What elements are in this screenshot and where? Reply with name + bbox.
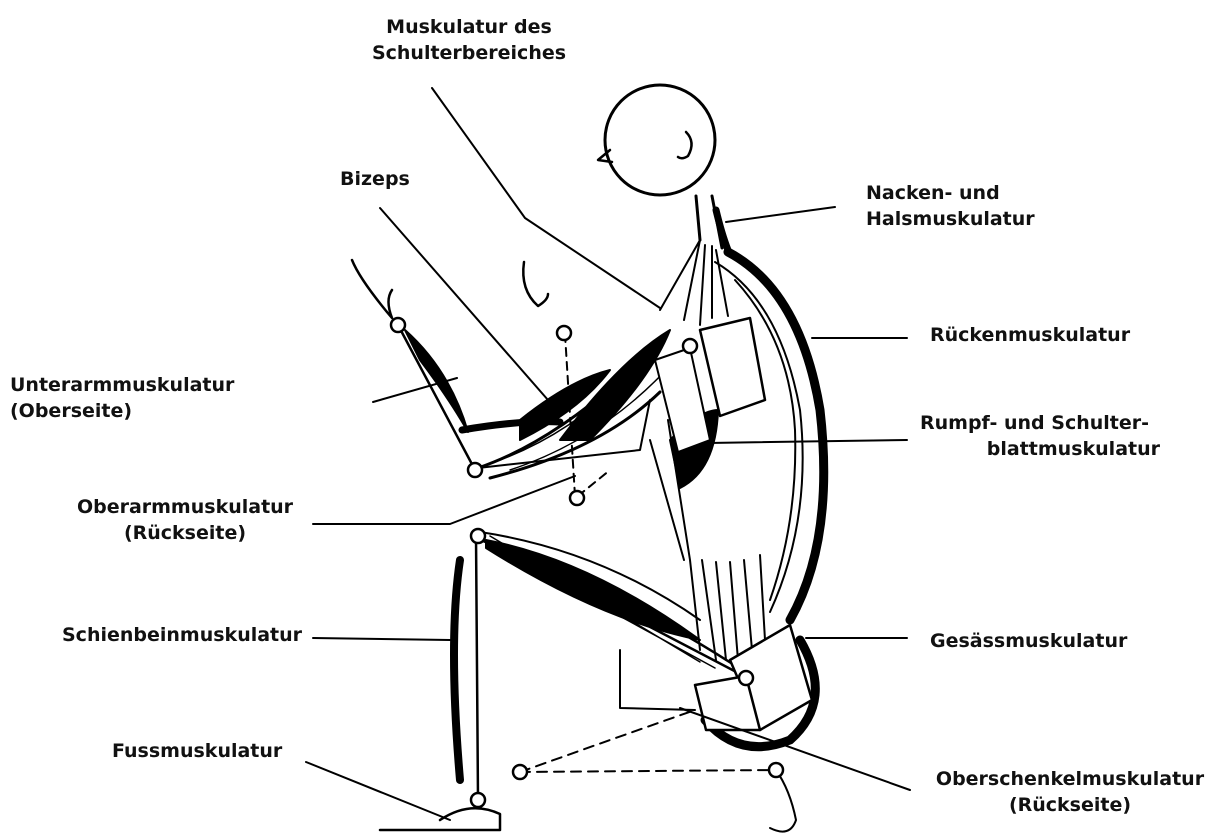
label-upperarm-line1: Oberarmmuskulatur [60, 494, 310, 520]
label-forearm-line2: (Oberseite) [10, 398, 234, 424]
hand-mid [523, 262, 548, 306]
label-thigh-line2: (Rückseite) [925, 792, 1215, 818]
foot [380, 808, 500, 830]
shin [476, 536, 478, 800]
label-biceps: Bizeps [340, 166, 410, 192]
leader-neck [726, 207, 835, 222]
joint-knee [471, 529, 485, 543]
joint-wrist [391, 318, 405, 332]
thigh-muscle [486, 540, 700, 640]
label-neck-muscles: Nacken- und Halsmuskulatur [866, 180, 1035, 232]
label-thigh-muscles: Oberschenkelmuskulatur (Rückseite) [925, 766, 1215, 818]
label-forearm-line1: Unterarmmuskulatur [10, 372, 234, 398]
label-neck-line1: Nacken- und [866, 180, 1035, 206]
label-thigh-line1: Oberschenkelmuskulatur [925, 766, 1215, 792]
label-foot-muscles: Fussmuskulatur [112, 738, 282, 764]
label-trunk-muscles: Rumpf- und Schulter- blattmuskulatur [920, 410, 1160, 462]
joint-back-foot [769, 763, 783, 777]
forearm-muscle [405, 330, 468, 432]
shoulder-box [700, 318, 765, 416]
label-shoulder-line1: Muskulatur des [318, 14, 620, 40]
label-upperarm-line2: (Rückseite) [60, 520, 310, 546]
leader-biceps [380, 208, 548, 400]
joint-elbow-2 [570, 491, 584, 505]
forearm [398, 325, 474, 468]
shin-front [454, 560, 460, 780]
label-trunk-line2: blattmuskulatur [920, 436, 1160, 462]
joint-ankle [471, 793, 485, 807]
upperarm-box [655, 348, 710, 452]
leader-foot [306, 762, 450, 820]
chair-frame [620, 650, 695, 710]
leader-trunk [708, 440, 907, 443]
label-glute-muscles: Gesässmuskulatur [930, 628, 1127, 654]
leader-thigh [680, 708, 910, 790]
joint-heel [513, 765, 527, 779]
joint-hand [557, 326, 571, 340]
label-upperarm-muscles: Oberarmmuskulatur (Rückseite) [60, 494, 310, 546]
joint-elbow [468, 463, 482, 477]
label-neck-line2: Halsmuskulatur [866, 206, 1035, 232]
lower-line [770, 770, 796, 832]
label-shin-muscles: Schienbeinmuskulatur [62, 622, 302, 648]
label-shoulder-muscles: Muskulatur des Schulterbereiches [318, 14, 620, 66]
leader-upperarm [313, 476, 575, 524]
neck-fan [660, 240, 728, 325]
joint-shoulder [683, 339, 697, 353]
label-trunk-line1: Rumpf- und Schulter- [920, 410, 1160, 436]
label-shoulder-line2: Schulterbereiches [318, 40, 620, 66]
label-back-muscles: Rückenmuskulatur [930, 322, 1130, 348]
back-muscle [728, 252, 824, 620]
hand-left [352, 260, 392, 318]
joint-hip [739, 671, 753, 685]
leader-shin [313, 638, 450, 640]
label-forearm-muscles: Unterarmmuskulatur (Oberseite) [10, 372, 234, 424]
head [605, 85, 715, 195]
